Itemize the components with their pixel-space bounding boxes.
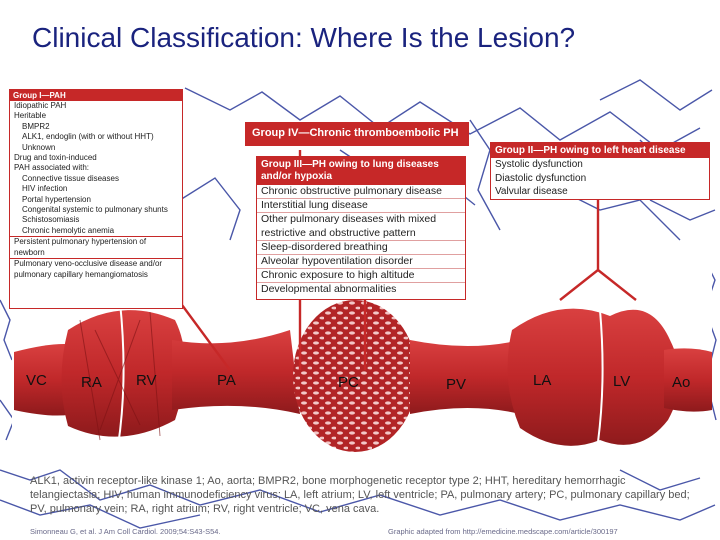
- group3-heading: Group III—PH owing to lung diseases and/…: [257, 157, 465, 185]
- group2-item: Systolic dysfunction: [491, 158, 709, 172]
- group3-item: Interstitial lung disease: [257, 198, 465, 212]
- group1-item: HIV infection: [10, 184, 182, 194]
- graphic-credit: Graphic adapted from http://emedicine.me…: [388, 527, 618, 536]
- group1-item: Unknown: [10, 143, 182, 153]
- label-rv: RV: [136, 372, 157, 389]
- group1-item: Congenital systemic to pulmonary shunts: [10, 205, 182, 215]
- label-lv: LV: [613, 373, 630, 390]
- group1-item: Chronic hemolytic anemia: [10, 226, 182, 236]
- group1-item: Portal hypertension: [10, 195, 182, 205]
- label-ao: Ao: [672, 374, 690, 391]
- group3-item: Other pulmonary diseases with mixed rest…: [257, 212, 465, 239]
- group2-item: Valvular disease: [491, 185, 709, 199]
- group1-item: Pulmonary veno-occlusive disease and/or …: [10, 258, 182, 280]
- group1-item: Drug and toxin-induced: [10, 153, 182, 163]
- group3-item: Chronic obstructive pulmonary disease: [257, 185, 465, 198]
- label-pc: PC: [338, 374, 359, 391]
- label-pa: PA: [217, 372, 236, 389]
- label-la: LA: [533, 372, 551, 389]
- group3-item: Chronic exposure to high altitude: [257, 268, 465, 282]
- citation: Simonneau G, et al. J Am Coll Cardiol. 2…: [30, 527, 221, 536]
- group1-item: PAH associated with:: [10, 163, 182, 173]
- group3-item: Alveolar hypoventilation disorder: [257, 254, 465, 268]
- group1-item: Persistent pulmonary hypertension of new…: [10, 236, 182, 258]
- group4-box: Group IV—Chronic thromboembolic PH: [245, 122, 469, 146]
- group2-box: Group II—PH owing to left heart disease …: [490, 142, 710, 200]
- group1-heading: Group I—PAH: [10, 90, 182, 101]
- group1-item: ALK1, endoglin (with or without HHT): [10, 132, 182, 142]
- group1-item: Schistosomiasis: [10, 215, 182, 225]
- group1-item: BMPR2: [10, 122, 182, 132]
- group4-heading: Group IV—Chronic thromboembolic PH: [246, 123, 468, 143]
- label-pv: PV: [446, 376, 466, 393]
- group1-item: Idiopathic PAH: [10, 101, 182, 111]
- label-ra: RA: [81, 374, 102, 391]
- abbreviations-footnote: ALK1, activin receptor-like kinase 1; Ao…: [30, 474, 690, 516]
- group3-item: Sleep-disordered breathing: [257, 240, 465, 254]
- group3-box: Group III—PH owing to lung diseases and/…: [256, 156, 466, 300]
- group1-item: Connective tissue diseases: [10, 174, 182, 184]
- pulmonary-artery-shape: [172, 330, 300, 414]
- group2-item: Diastolic dysfunction: [491, 172, 709, 186]
- label-vc: VC: [26, 372, 47, 389]
- group3-item: Developmental abnormalities: [257, 282, 465, 296]
- group1-item: Heritable: [10, 111, 182, 121]
- group2-heading: Group II—PH owing to left heart disease: [491, 143, 709, 158]
- group2-connector: [560, 196, 636, 300]
